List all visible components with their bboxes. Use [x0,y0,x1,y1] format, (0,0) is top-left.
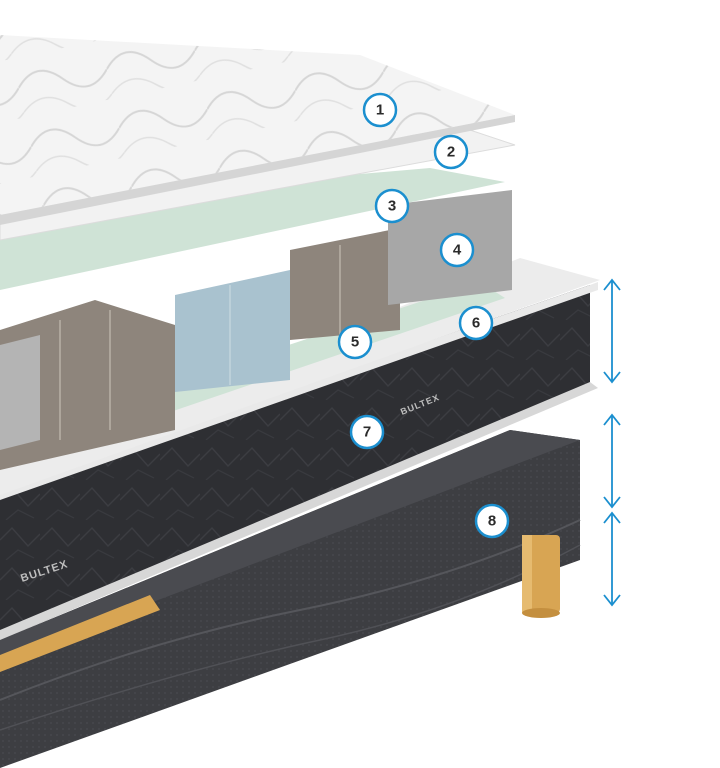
callout-4: 4 [439,232,475,268]
svg-text:4: 4 [453,242,462,259]
callout-7: 7 [349,414,385,450]
mattress-top-panel [0,258,600,495]
leg-height-arrow [603,511,621,607]
callout-8: 8 [474,503,510,539]
wood-frame-edge [0,595,160,672]
callout-2: 2 [433,134,469,170]
foam-core [0,190,512,470]
box-spring-height-arrow [603,413,621,509]
callout-6: 6 [458,305,494,341]
callout-5: 5 [337,324,373,360]
svg-text:3: 3 [388,198,396,215]
mattress-height-arrow [603,278,621,384]
svg-text:6: 6 [472,315,480,332]
dimension-arrows [603,278,621,607]
svg-text:2: 2 [447,144,455,161]
wood-leg [522,535,560,618]
quilted-top-cover [0,35,515,225]
mattress-border [0,282,598,640]
svg-text:1: 1 [376,102,384,119]
svg-text:7: 7 [363,424,371,441]
callout-1: 1 [362,92,398,128]
svg-text:5: 5 [351,334,359,351]
svg-text:8: 8 [488,513,496,530]
callout-3: 3 [374,188,410,224]
